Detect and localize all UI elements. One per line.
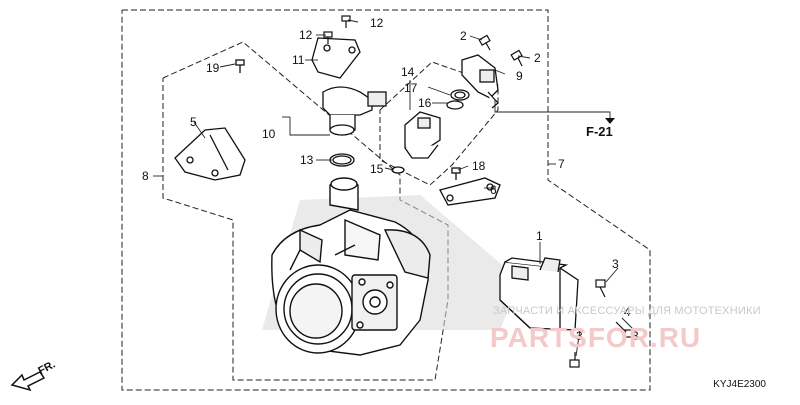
bracket-part-5	[174, 59, 246, 181]
callout-part-9: 9	[516, 69, 523, 83]
reference-f21: F-21	[586, 124, 613, 139]
callout-part-16: 16	[418, 96, 432, 110]
callout-part-18: 18	[472, 159, 486, 173]
injector-part-9	[461, 54, 499, 109]
control-unit-part-1	[499, 257, 579, 331]
callout-part-10: 10	[262, 127, 276, 141]
leader-lines	[153, 19, 635, 357]
callout-part-5: 5	[190, 115, 197, 129]
callout-part-4: 4	[624, 305, 631, 319]
callout-part-8: 8	[142, 169, 149, 183]
callout-part-6: 6	[490, 183, 497, 197]
callout-part-14: 14	[401, 65, 415, 79]
stay-part-6	[439, 167, 501, 206]
callout-part-3-a: 3	[612, 257, 619, 271]
callout-part-12-a: 12	[370, 16, 384, 30]
front-arrow-icon	[10, 371, 46, 392]
callout-part-2-a: 2	[460, 29, 467, 43]
callout-part-2-b: 2	[534, 51, 541, 65]
callout-part-15: 15	[370, 162, 384, 176]
sensor-part-10-11	[311, 37, 387, 167]
callout-part-12-b: 12	[299, 28, 313, 42]
diagram-code: KYJ4E2300	[713, 379, 766, 390]
injector-part-14	[391, 89, 470, 174]
throttle-body	[271, 177, 431, 356]
screws-3	[569, 279, 635, 368]
watermark-text: ЗАПЧАСТИ И АКСЕССУАРЫ ДЛЯ МОТОТЕХНИКИ	[493, 305, 761, 317]
callout-part-1: 1	[536, 229, 543, 243]
watermark-logo: PARTSFOR.RU	[490, 322, 702, 353]
f21-arrow-head	[605, 118, 615, 124]
screws-2	[478, 34, 523, 67]
callout-part-13: 13	[300, 153, 314, 167]
callout-part-11: 11	[292, 53, 305, 67]
callout-part-17: 17	[404, 81, 418, 95]
callout-part-19: 19	[206, 61, 220, 75]
callout-part-3-c: 3	[576, 329, 583, 343]
callout-part-7: 7	[558, 157, 565, 171]
callout-part-3-b: 3	[632, 329, 639, 343]
assembly-frame-7	[121, 9, 651, 391]
screws-12	[323, 15, 351, 44]
sensor-frame-14	[379, 61, 499, 186]
